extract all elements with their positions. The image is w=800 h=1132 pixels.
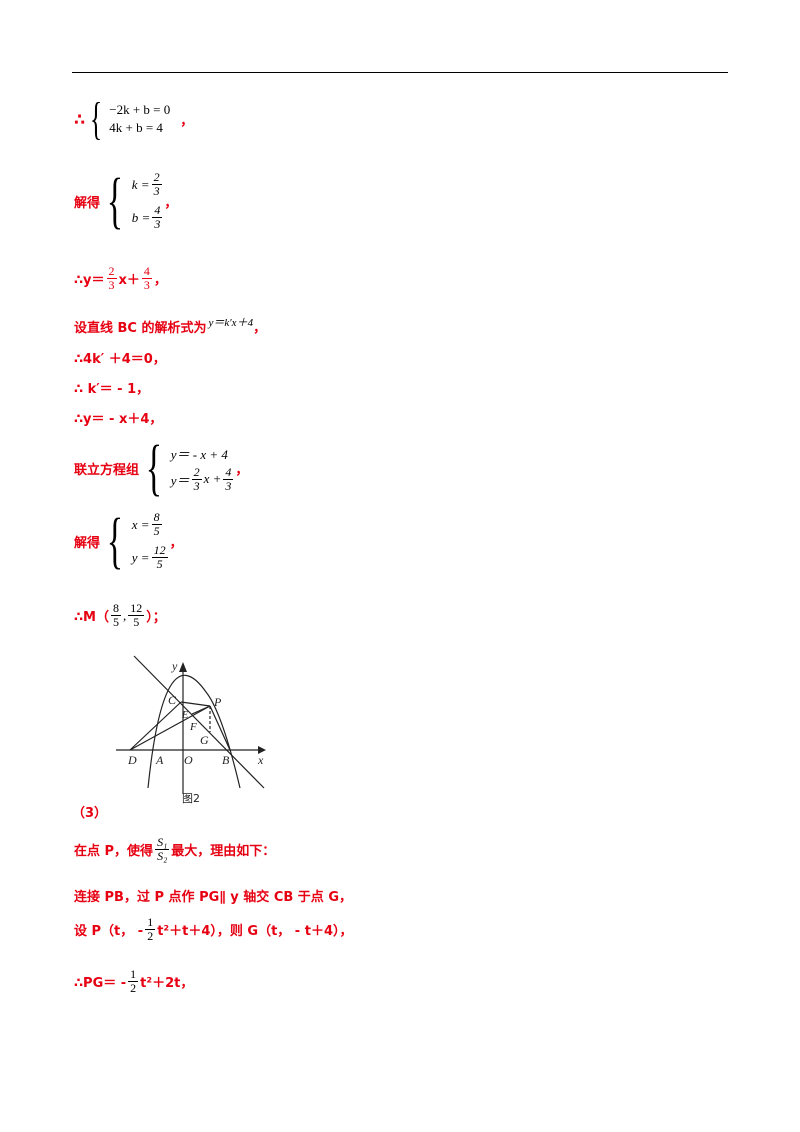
y-arrow-icon: [179, 662, 187, 672]
label-g: G: [200, 733, 209, 747]
label-c: C: [168, 693, 177, 707]
label-o: O: [184, 753, 193, 767]
brace-icon: {: [145, 434, 163, 502]
label-e: E: [181, 710, 188, 721]
label-x: x: [257, 753, 264, 767]
system-equation-1: ∴ { −2k + b = 0 4k + b = 4 ，: [74, 93, 194, 144]
header-rule: [72, 72, 728, 73]
segment-dp: [129, 705, 211, 751]
figure-caption: 图2: [182, 792, 200, 804]
construction-line: 连接 PB，过 P 点作 PG∥ y 轴交 CB 于点 G，: [74, 890, 352, 905]
geometry-figure: y x C P E F G D A O B 图2: [116, 655, 266, 804]
segment-pb: [209, 705, 231, 751]
brace-icon: {: [90, 93, 103, 144]
label-a: A: [155, 753, 164, 767]
segment-cp: [180, 701, 211, 707]
line-cb: [133, 655, 265, 789]
label-f: F: [189, 721, 197, 733]
x-arrow-icon: [258, 746, 266, 754]
segment-dc: [129, 701, 182, 751]
label-b: B: [222, 753, 230, 767]
set-bc-equation: 设直线 BC 的解析式为 y＝k′x＋4 ，: [74, 316, 267, 337]
label-y: y: [171, 659, 178, 673]
brace-icon: {: [106, 507, 124, 575]
segment-ep: [191, 705, 211, 715]
brace-icon: {: [106, 167, 124, 235]
label-p: P: [213, 695, 222, 709]
part-3-label: （3）: [72, 806, 108, 821]
step-k-eq: ∴4k′ ＋4＝0，: [74, 352, 166, 367]
step-bc-line: ∴y＝ - x＋4，: [74, 412, 163, 427]
step-k-value: ∴ k′＝ - 1，: [74, 382, 150, 397]
label-d: D: [127, 753, 137, 767]
parabola: [147, 674, 241, 789]
